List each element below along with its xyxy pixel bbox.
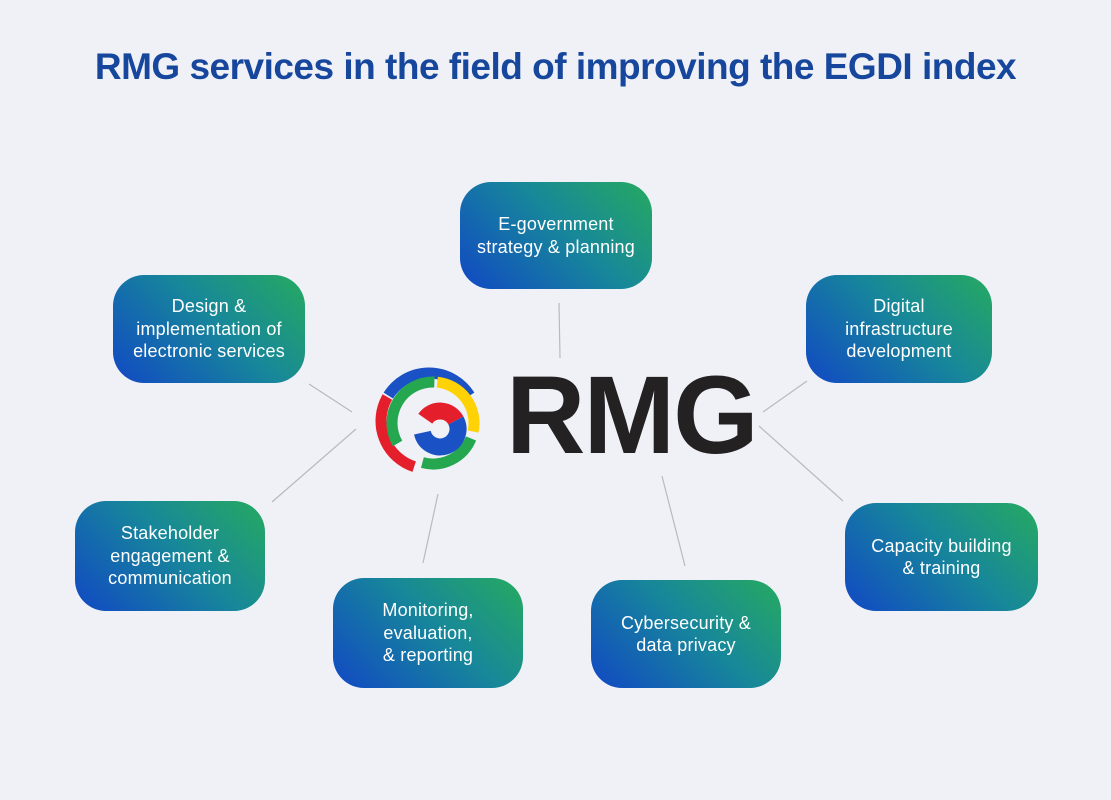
rmg-logo-wordmark: RMG (506, 354, 759, 477)
connector-line-design (308, 383, 353, 413)
service-box-monitoring-evaluation: Monitoring, evaluation, & reporting (333, 578, 523, 688)
connector-line-stakeholder (271, 428, 357, 503)
service-label: Cybersecurity & data privacy (620, 612, 752, 656)
page-title: RMG services in the field of improving t… (94, 46, 1017, 87)
service-label: E-government strategy & planning (477, 214, 635, 257)
connector-line-digital (762, 380, 808, 413)
service-label: Design & implementation of electronic se… (133, 296, 285, 362)
service-box-cybersecurity-privacy: Cybersecurity & data privacy (591, 580, 781, 688)
service-box-egov-strategy: E-government strategy & planning (460, 182, 652, 289)
connector-line-monitoring (422, 493, 439, 564)
connector-line-capacity (758, 425, 844, 502)
service-box-stakeholder-engagement: Stakeholder engagement & communication (75, 501, 265, 611)
connector-line-egov (558, 302, 561, 359)
service-label: Stakeholder engagement & communication (108, 523, 232, 589)
service-label: Digital infrastructure development (845, 296, 953, 362)
service-box-capacity-building: Capacity building & training (845, 503, 1038, 611)
connector-line-cyber (661, 475, 686, 567)
connector-lines (271, 302, 844, 567)
service-box-digital-infrastructure: Digital infrastructure development (806, 275, 992, 383)
service-label: Capacity building & training (871, 535, 1012, 579)
rmg-logo-icon (375, 367, 480, 472)
service-box-design-implementation: Design & implementation of electronic se… (113, 275, 305, 383)
service-label: Monitoring, evaluation, & reporting (382, 600, 474, 666)
